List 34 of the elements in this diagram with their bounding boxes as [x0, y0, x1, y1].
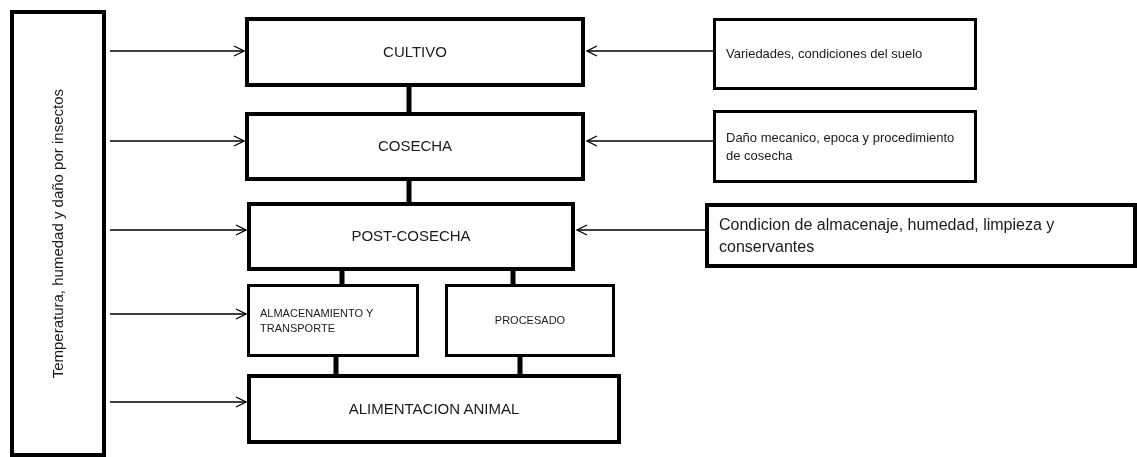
box-label: Condicion de almacenaje, humedad, limpieza y conservantes — [719, 214, 1056, 257]
process-box — [713, 18, 977, 90]
connector-line — [339, 271, 345, 284]
arrow — [109, 135, 245, 147]
connector-line — [406, 87, 412, 112]
arrow — [109, 224, 247, 236]
process-box — [245, 112, 585, 181]
connector-line — [406, 181, 412, 202]
process-box — [247, 284, 419, 357]
connector-line — [333, 357, 339, 374]
box-label: PROCESADO — [494, 313, 566, 328]
box-label: ALMACENAMIENTO Y TRANSPORTE — [260, 305, 375, 336]
factor-band — [10, 10, 106, 457]
arrow — [109, 396, 247, 408]
box-label: COSECHA — [377, 136, 453, 157]
arrow — [576, 224, 706, 236]
box-label: POST-COSECHA — [351, 226, 471, 247]
box-label: Variedades, condiciones del suelo — [726, 45, 923, 63]
box-label: Daño mecanico, epoca y procedimiento de cosecha — [726, 128, 956, 165]
process-box — [713, 110, 977, 183]
vertical-label: Temperatura, humedad y daño por insectos — [47, 88, 67, 379]
box-label: ALIMENTACION ANIMAL — [348, 398, 520, 419]
connector-line — [517, 357, 523, 374]
arrow — [109, 308, 247, 320]
process-box — [245, 17, 585, 87]
process-box — [247, 374, 621, 444]
process-box — [445, 284, 615, 357]
connector-line — [510, 271, 516, 284]
arrow — [586, 135, 714, 147]
arrow — [109, 45, 245, 57]
process-box — [705, 203, 1137, 268]
process-box — [247, 202, 575, 271]
box-label: CULTIVO — [383, 41, 447, 62]
arrow — [586, 45, 714, 57]
